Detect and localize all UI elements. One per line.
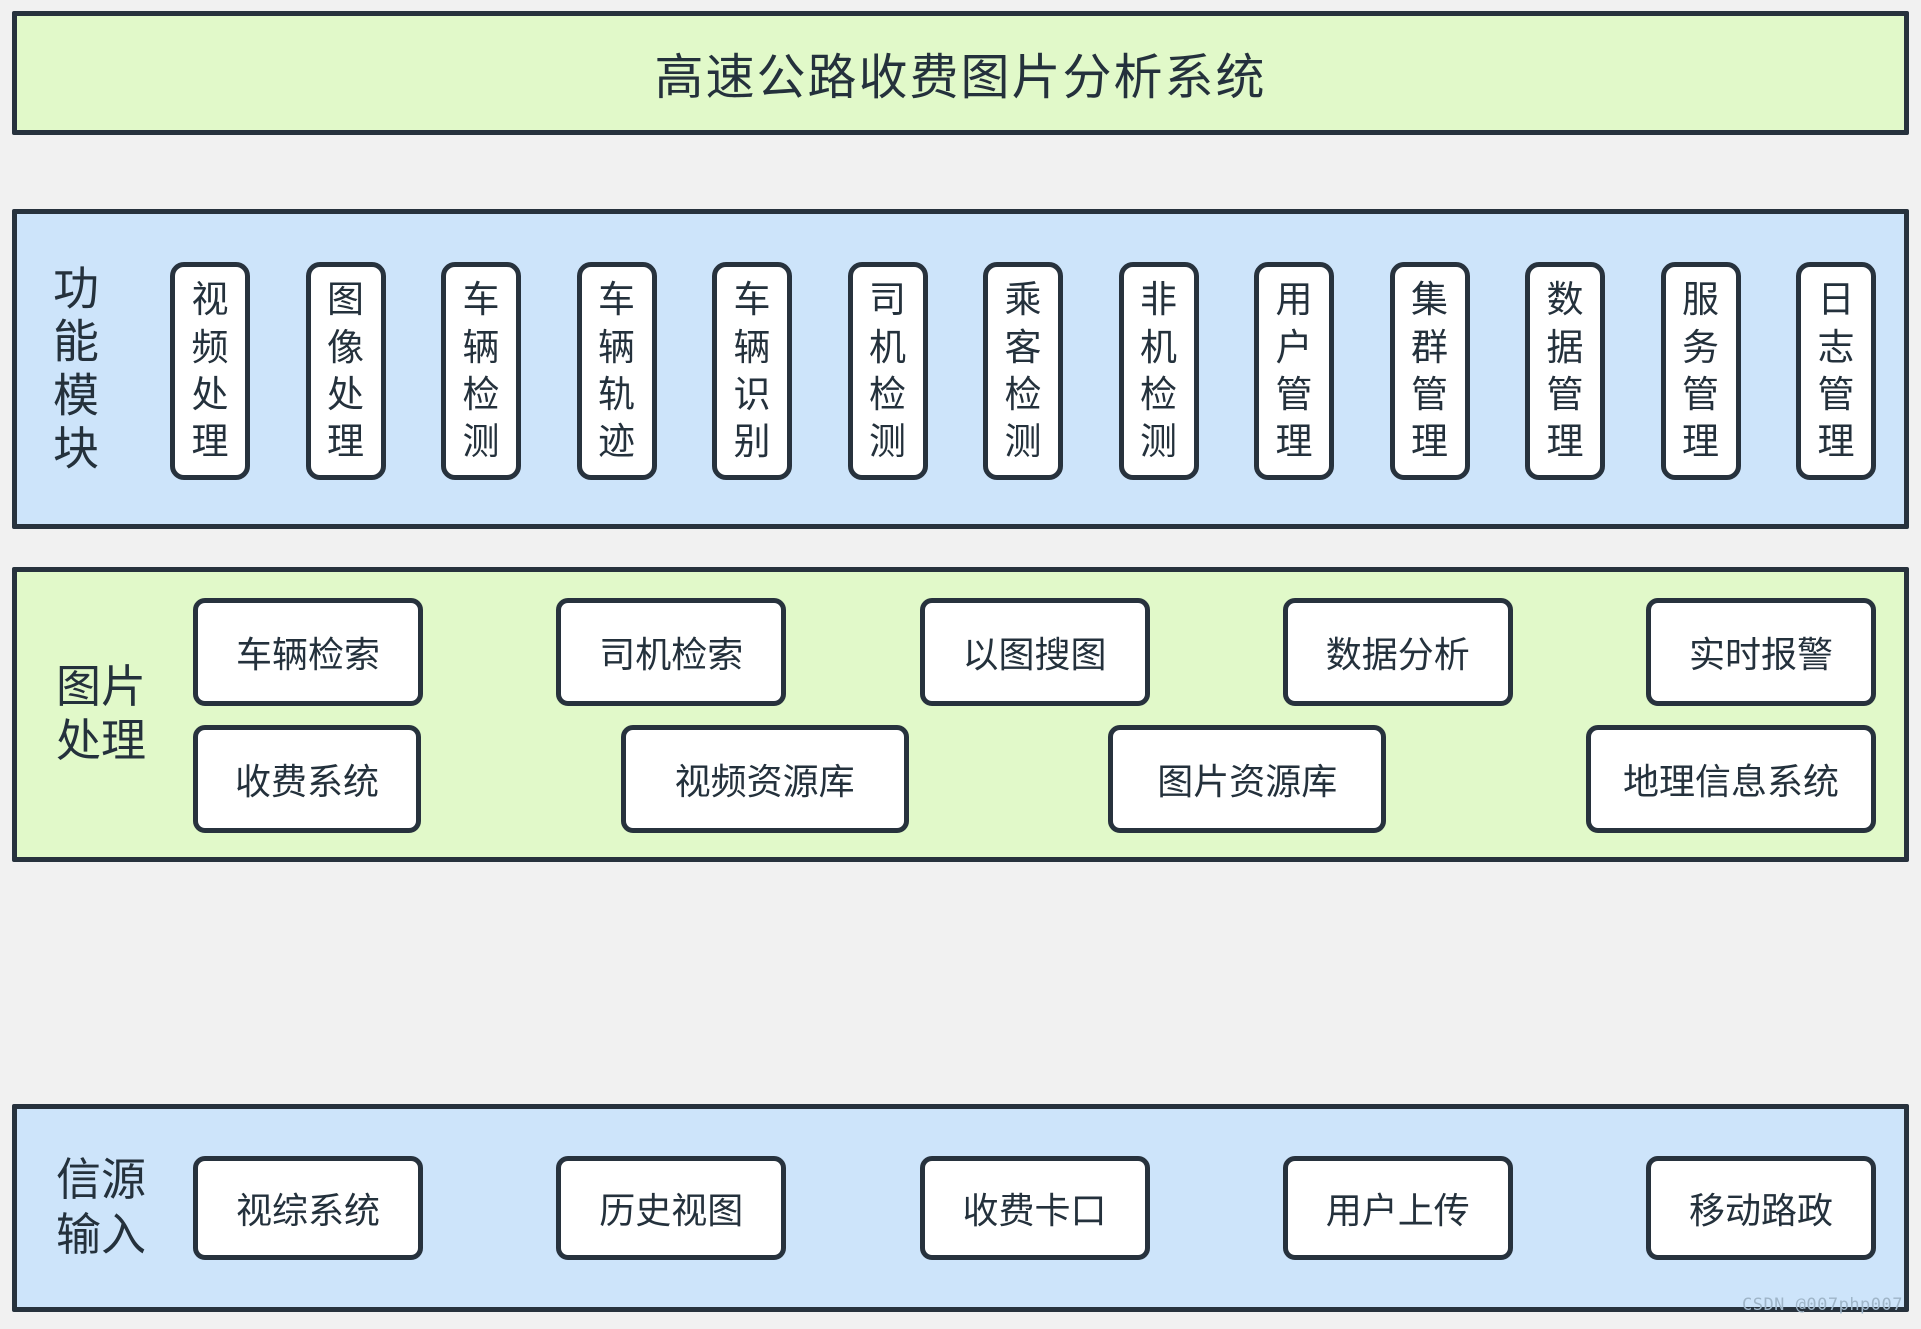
module-item-nonmotor-detection[interactable]: 非 机 检 测 — [1118, 262, 1199, 480]
chip-image-search[interactable]: 以图搜图 — [919, 598, 1150, 706]
chip-label: 移动路政 — [1688, 1190, 1833, 1231]
module-item-video-processing[interactable]: 视 频 处 理 — [170, 262, 250, 480]
module-item-service-management[interactable]: 服 务 管 理 — [1660, 262, 1741, 480]
image-processing-label: 图片 处理 — [55, 660, 146, 767]
chip-video-integration-system[interactable]: 视综系统 — [193, 1156, 423, 1260]
chip-data-analysis[interactable]: 数据分析 — [1282, 598, 1513, 706]
chip-label: 收费系统 — [234, 761, 379, 802]
chip-label: 收费卡口 — [962, 1190, 1107, 1231]
chip-vehicle-retrieval[interactable]: 车辆检索 — [193, 598, 423, 706]
chip-label: 视频资源库 — [674, 761, 855, 802]
chip-label: 历史视图 — [599, 1190, 744, 1231]
module-item-user-management[interactable]: 用 户 管 理 — [1254, 262, 1334, 480]
chip-realtime-alarm[interactable]: 实时报警 — [1646, 598, 1876, 706]
functional-modules-label: 功 能 模 块 — [53, 262, 99, 475]
image-processing-section: 图片 处理 车辆检索 司机检索 以图搜图 数据分析 实时报警 — [12, 567, 1909, 862]
chip-label: 数据分析 — [1325, 634, 1470, 675]
module-item-data-management[interactable]: 数 据 管 理 — [1525, 262, 1605, 480]
module-item-label: 车 辆 轨 迹 — [598, 279, 635, 463]
chip-label: 地理信息系统 — [1622, 761, 1839, 802]
module-item-label: 图 像 处 理 — [327, 279, 364, 463]
module-item-vehicle-trajectory[interactable]: 车 辆 轨 迹 — [576, 262, 657, 480]
module-item-label: 车 辆 检 测 — [462, 279, 500, 463]
chip-label: 以图搜图 — [962, 634, 1107, 675]
module-item-label: 日 志 管 理 — [1817, 279, 1855, 463]
module-item-label: 集 群 管 理 — [1411, 279, 1448, 463]
module-item-driver-detection[interactable]: 司 机 检 测 — [847, 262, 928, 480]
chip-user-upload[interactable]: 用户上传 — [1282, 1156, 1513, 1260]
module-item-vehicle-detection[interactable]: 车 辆 检 测 — [441, 262, 521, 480]
module-item-label: 车 辆 识 别 — [733, 279, 771, 463]
chip-label: 视综系统 — [235, 1190, 380, 1231]
module-item-image-processing[interactable]: 图 像 处 理 — [305, 262, 386, 480]
chip-label: 用户上传 — [1325, 1190, 1470, 1231]
chip-gis[interactable]: 地理信息系统 — [1585, 725, 1876, 833]
module-item-label: 非 机 检 测 — [1140, 279, 1177, 463]
chip-label: 车辆检索 — [235, 634, 380, 675]
module-item-label: 乘 客 检 测 — [1004, 279, 1042, 463]
module-item-log-management[interactable]: 日 志 管 理 — [1796, 262, 1876, 480]
page-title: 高速公路收费图片分析系统 — [654, 50, 1267, 105]
module-item-label: 用 户 管 理 — [1275, 279, 1313, 463]
functional-modules-list: 视 频 处 理 图 像 处 理 车 辆 检 测 车 辆 轨 迹 车 辆 识 别 … — [170, 262, 1876, 480]
system-title-band: 高速公路收费图片分析系统 — [12, 11, 1909, 135]
image-processing-rows: 车辆检索 司机检索 以图搜图 数据分析 实时报警 收费系统 — [193, 598, 1876, 833]
watermark: CSDN @007php007 — [1741, 1295, 1903, 1315]
chip-driver-retrieval[interactable]: 司机检索 — [556, 598, 787, 706]
module-item-label: 服 务 管 理 — [1682, 279, 1719, 463]
module-item-label: 视 频 处 理 — [191, 279, 229, 463]
chip-video-repository[interactable]: 视频资源库 — [620, 725, 909, 833]
module-item-cluster-management[interactable]: 集 群 管 理 — [1389, 262, 1470, 480]
functional-modules-section: 功 能 模 块 视 频 处 理 图 像 处 理 车 辆 检 测 车 辆 轨 迹 … — [12, 209, 1909, 529]
chip-historical-view[interactable]: 历史视图 — [556, 1156, 787, 1260]
source-input-list: 视综系统 历史视图 收费卡口 用户上传 移动路政 — [193, 1156, 1876, 1260]
module-item-label: 司 机 检 测 — [869, 279, 906, 463]
image-processing-row-1: 车辆检索 司机检索 以图搜图 数据分析 实时报警 — [193, 598, 1876, 706]
chip-image-repository[interactable]: 图片资源库 — [1108, 725, 1387, 833]
image-processing-row-2: 收费系统 视频资源库 图片资源库 地理信息系统 — [193, 725, 1876, 833]
module-item-label: 数 据 管 理 — [1546, 279, 1584, 463]
chip-toll-checkpoint[interactable]: 收费卡口 — [919, 1156, 1150, 1260]
chip-label: 实时报警 — [1688, 634, 1833, 675]
chip-mobile-road-admin[interactable]: 移动路政 — [1646, 1156, 1876, 1260]
source-input-label: 信源 输入 — [55, 1154, 146, 1260]
chip-label: 图片资源库 — [1157, 761, 1338, 802]
source-input-section: 信源 输入 视综系统 历史视图 收费卡口 用户上传 移动路政 — [12, 1104, 1909, 1312]
module-item-vehicle-recognition[interactable]: 车 辆 识 别 — [712, 262, 792, 480]
module-item-passenger-detection[interactable]: 乘 客 检 测 — [983, 262, 1063, 480]
chip-label: 司机检索 — [599, 634, 744, 675]
chip-toll-system[interactable]: 收费系统 — [193, 725, 421, 833]
